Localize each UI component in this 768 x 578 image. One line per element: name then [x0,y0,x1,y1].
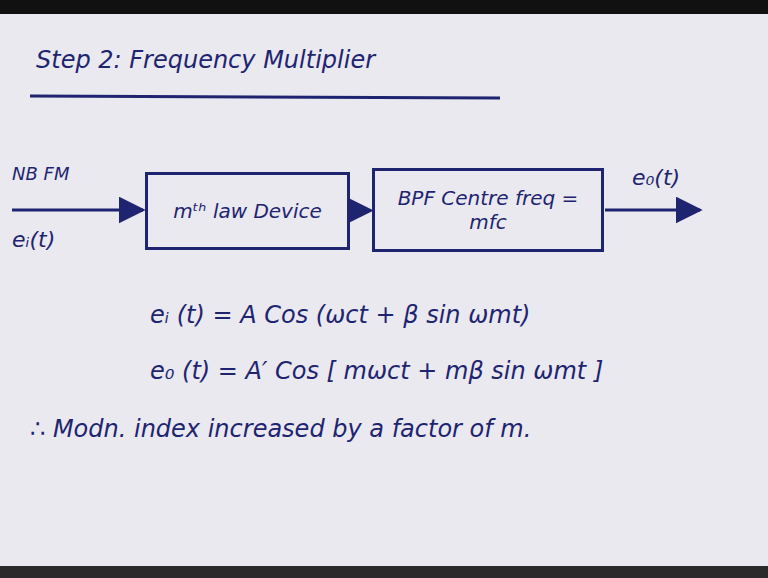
slide-title: Step 2: Frequency Multiplier [36,46,375,74]
input-arrow [12,209,143,212]
process-box: mᵗʰ law Device [145,172,350,250]
process-box: BPF Centre freq = mfc [372,168,604,252]
box-label: BPF Centre freq = mfc [385,186,591,234]
box-label: mᵗʰ law Device [173,199,322,223]
equation: e₀ (t) = A′ Cos [ mωct + mβ sin ωmt ] [150,352,603,390]
top-band [0,0,768,14]
bottom-band [0,566,768,578]
signal-name: e₀(t) [632,160,680,195]
note: ∴ Modn. index increased by a factor of m… [30,410,630,448]
signal-name: eᵢ(t) [12,222,55,257]
output-arrow [605,209,700,212]
title-underline [30,96,500,98]
equation: eᵢ (t) = A Cos (ωct + β sin ωmt) [150,296,530,334]
signal-arrow [350,209,371,212]
signal-name: NB FM [12,160,69,189]
